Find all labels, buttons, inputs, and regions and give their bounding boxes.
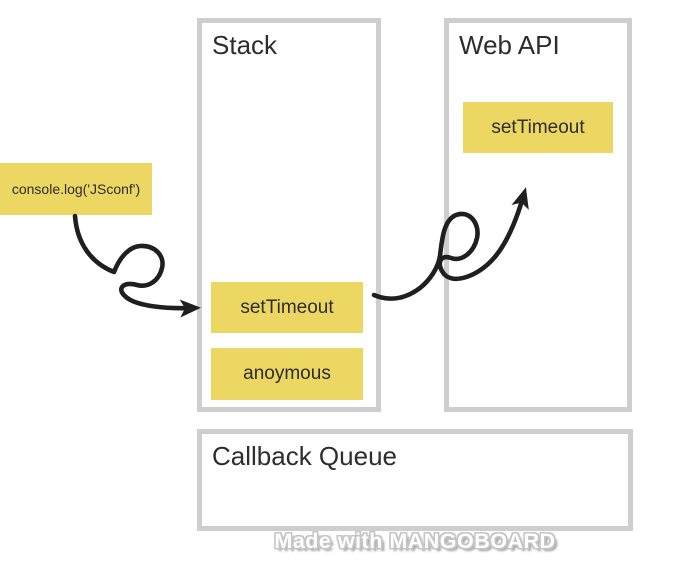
web-api-title: Web API — [459, 30, 560, 60]
code-chip: console.log('JSconf') — [0, 163, 152, 215]
web-api-task-settimeout: setTimeout — [463, 102, 613, 153]
mangoboard-watermark: Made with MANGOBOARD — [274, 529, 556, 553]
stack-box: Stack setTimeout anoymous — [197, 18, 381, 412]
callback-queue-box: Callback Queue — [197, 429, 633, 531]
stack-title: Stack — [212, 30, 278, 60]
arrow-code-to-stack — [72, 213, 201, 318]
stack-frame-anoymous: anoymous — [211, 348, 363, 400]
web-api-box: Web API setTimeout — [444, 18, 632, 412]
callback-queue-title: Callback Queue — [212, 441, 397, 471]
stack-frame-settimeout: setTimeout — [211, 282, 363, 333]
